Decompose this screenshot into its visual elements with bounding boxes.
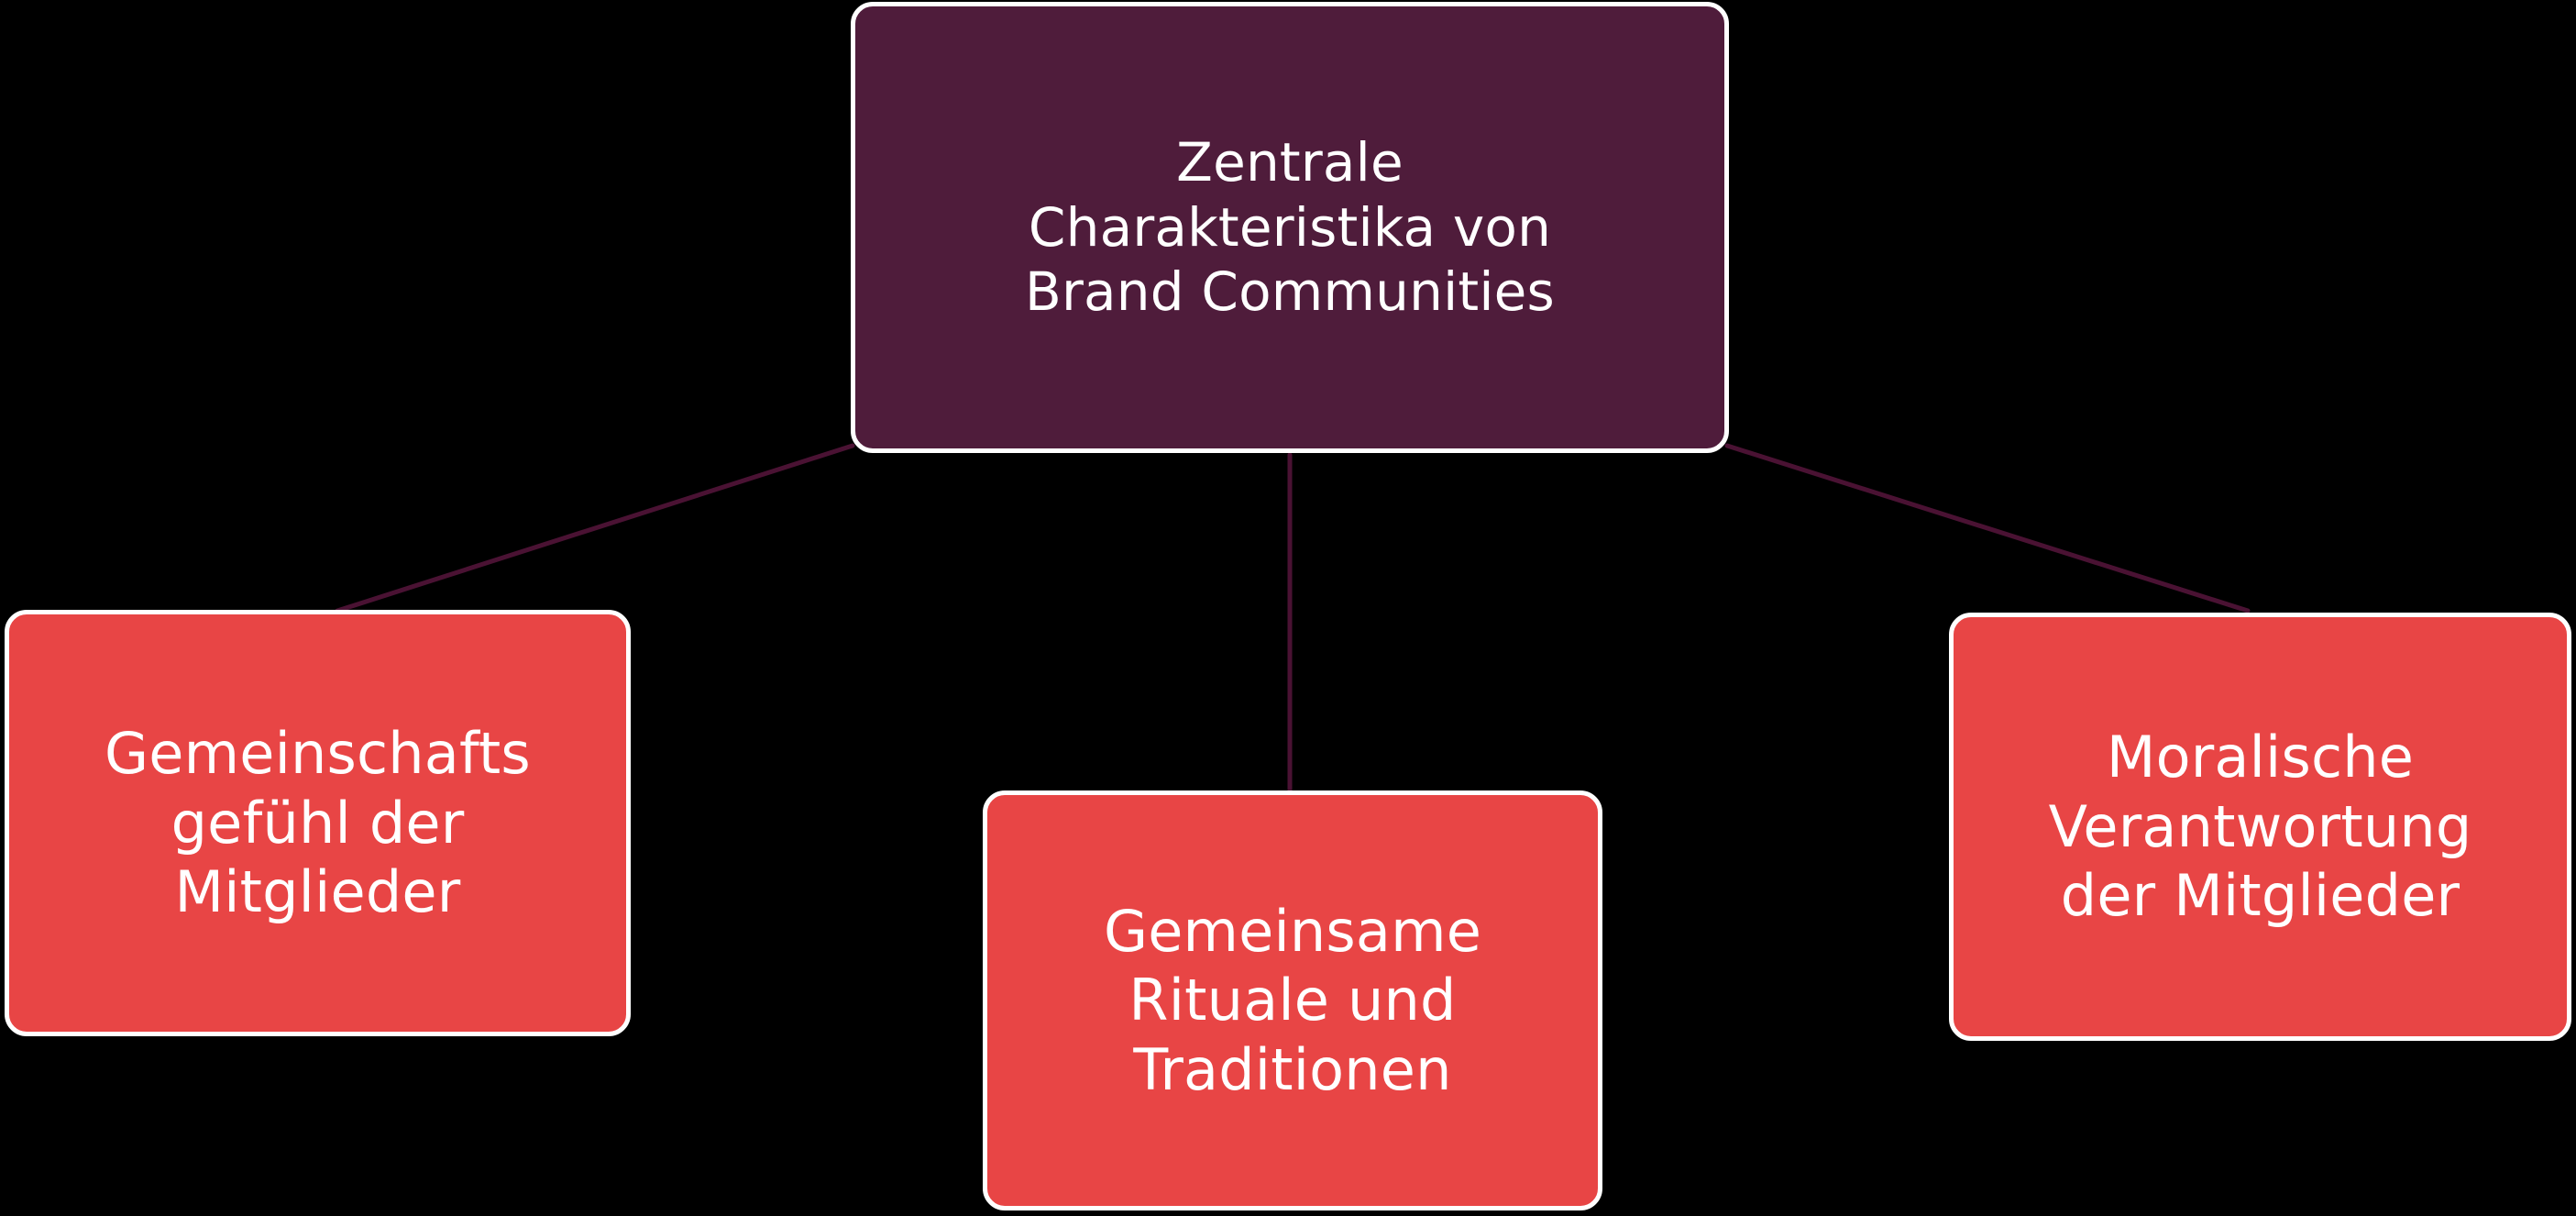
connector-root-to-gemeinschaftsgefuehl [335, 443, 855, 614]
mindmap-root-node-label: Zentrale Charakteristika von Brand Commu… [1025, 130, 1555, 324]
connector-root-to-moralische-verantwortung [1724, 443, 2251, 614]
mindmap-branch-node-rituale-traditionen[interactable]: Gemeinsame Rituale und Traditionen [983, 790, 1602, 1210]
mindmap-branch-node-label: Gemeinschafts gefühl der Mitglieder [105, 720, 531, 926]
mindmap-branch-node-label: Gemeinsame Rituale und Traditionen [1103, 897, 1482, 1103]
mindmap-branch-node-label: Moralische Verantwortung der Mitglieder [2048, 724, 2472, 930]
mindmap-branch-node-gemeinschaftsgefuehl[interactable]: Gemeinschafts gefühl der Mitglieder [5, 610, 631, 1036]
mindmap-root-node[interactable]: Zentrale Charakteristika von Brand Commu… [851, 2, 1729, 453]
mindmap-branch-node-moralische-verantwortung[interactable]: Moralische Verantwortung der Mitglieder [1949, 613, 2571, 1041]
